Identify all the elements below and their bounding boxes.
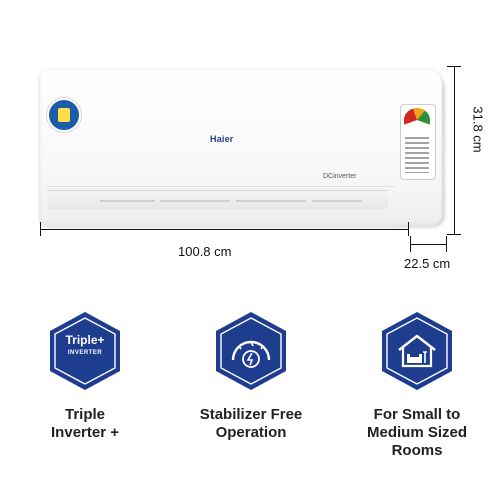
- badge-subtitle: INVERTER: [67, 350, 103, 356]
- brand-logo: Haier: [210, 134, 234, 144]
- stabilizer-free-icon: [213, 310, 289, 392]
- width-label: 100.8 cm: [178, 244, 232, 259]
- badge-title: Triple+: [65, 333, 105, 347]
- dim-line: [454, 66, 455, 234]
- depth-label: 22.5 cm: [404, 256, 451, 271]
- vent-louver: [100, 200, 155, 202]
- energy-rating-label: [400, 104, 436, 180]
- room-size-icon: [379, 310, 455, 392]
- feature-label: Stabilizer Free Operation: [199, 406, 303, 441]
- height-label: 31.8 cm: [470, 106, 486, 153]
- inverter-model-label: DCinverter: [323, 173, 357, 180]
- vent-louver: [236, 200, 306, 202]
- dim-tick: [446, 236, 447, 252]
- energy-bars-icon: [405, 137, 429, 173]
- feature-label: For Small to Medium Sized Rooms: [366, 406, 467, 459]
- ac-unit-vent: [48, 190, 388, 209]
- dim-line: [40, 229, 408, 230]
- dim-line: [410, 244, 446, 245]
- feature-label: Triple Inverter +: [51, 406, 119, 441]
- vent-louver: [312, 200, 362, 202]
- energy-dial-icon: [404, 108, 430, 132]
- star-rating-sticker-icon: [47, 98, 81, 132]
- ac-unit-seam: [46, 186, 396, 187]
- dim-tick: [447, 234, 461, 235]
- triple-inverter-icon: Triple+ INVERTER: [47, 310, 123, 392]
- vent-louver: [160, 200, 230, 202]
- dim-tick: [408, 222, 409, 236]
